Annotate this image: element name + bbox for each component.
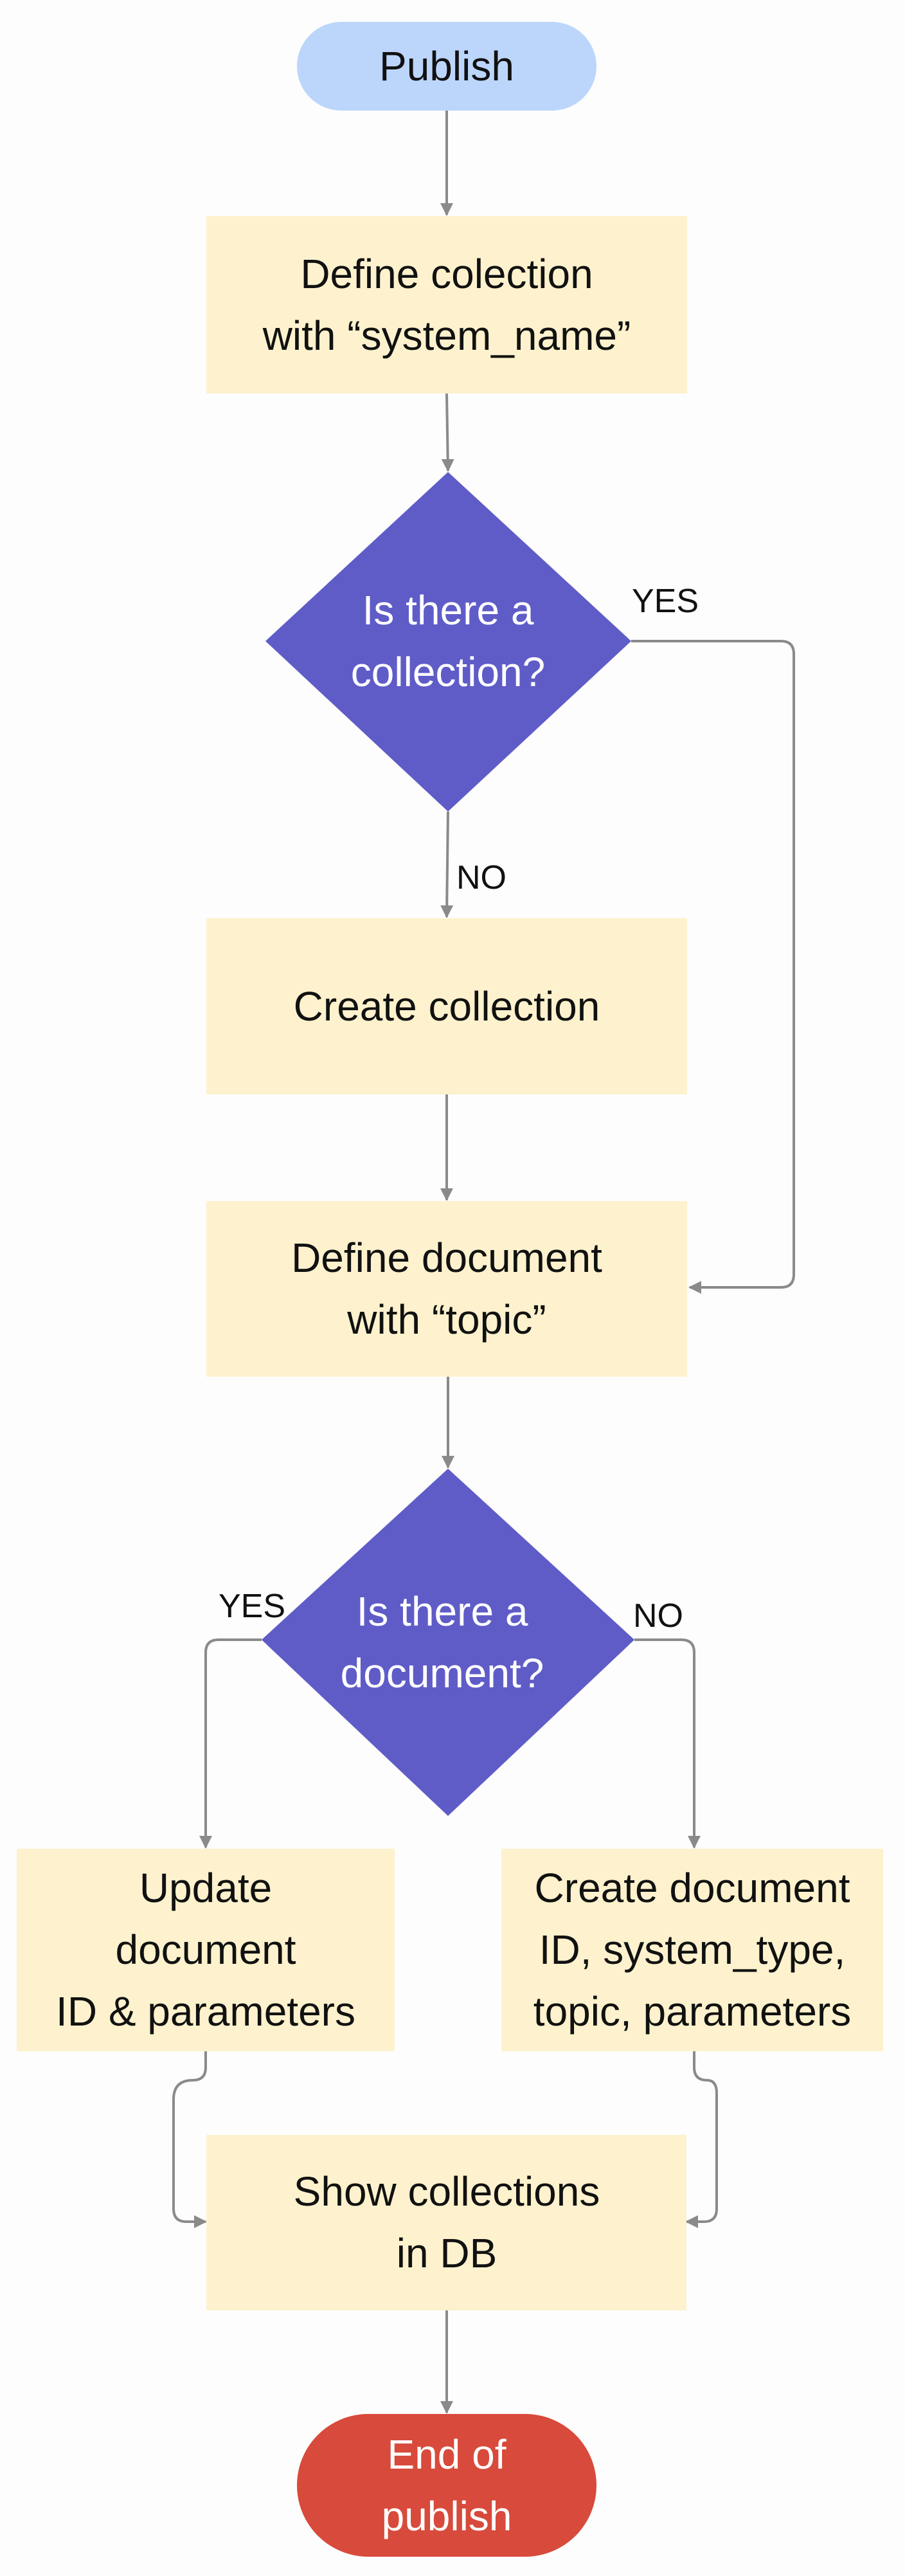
document-yes-label: YES bbox=[219, 1588, 285, 1625]
create-collection-box bbox=[206, 918, 687, 1094]
collection-no-label: NO bbox=[456, 859, 506, 896]
node-label-line: ID & parameters bbox=[56, 1988, 355, 2035]
define-document-box bbox=[206, 1201, 687, 1377]
show-collections-box bbox=[206, 2135, 686, 2310]
define-document-label: Define document with “topic” bbox=[291, 1235, 602, 1343]
define-document-node: Define document with “topic” bbox=[206, 1201, 687, 1377]
node-label-line: topic, parameters bbox=[533, 1988, 851, 2035]
node-label-line: Show collections bbox=[294, 2168, 600, 2215]
document-check-diamond bbox=[262, 1469, 634, 1816]
end-node: End of publish bbox=[297, 2414, 596, 2557]
collection-check-diamond bbox=[265, 472, 631, 812]
update-document-box bbox=[17, 1849, 395, 2051]
connector-document-check-yes bbox=[199, 1638, 262, 1849]
node-label-line: publish bbox=[382, 2493, 512, 2539]
start-terminal-shape bbox=[297, 22, 596, 111]
collection-check-node: Is there a collection? bbox=[265, 472, 631, 812]
document-no-label: NO bbox=[633, 1597, 683, 1635]
define-collection-label: Define colection with “system_name” bbox=[262, 251, 631, 359]
node-label-line: with “topic” bbox=[346, 1296, 546, 1343]
document-check-node: Is there a document? bbox=[262, 1469, 634, 1816]
create-collection-label: Create collection bbox=[294, 983, 600, 1029]
end-terminal-shape bbox=[297, 2414, 596, 2557]
node-label-line: Define colection bbox=[300, 251, 593, 297]
connector-collection-check-yes bbox=[631, 640, 795, 1294]
connector-define-collection-to-collection-check bbox=[441, 393, 454, 472]
define-collection-box bbox=[206, 216, 687, 394]
node-label-line: Update bbox=[139, 1865, 272, 1911]
node-label-line: Publish bbox=[379, 43, 514, 89]
connector-collection-check-no bbox=[440, 811, 454, 918]
node-label-line: Create document bbox=[535, 1865, 850, 1911]
create-collection-node: Create collection bbox=[206, 918, 687, 1094]
collection-check-label: Is there a collection? bbox=[351, 587, 545, 695]
document-check-label: Is there a document? bbox=[341, 1588, 544, 1696]
update-document-label: Update document ID & parameters bbox=[56, 1865, 355, 2035]
define-collection-node: Define colection with “system_name” bbox=[206, 216, 687, 394]
show-collections-label: Show collections in DB bbox=[294, 2168, 600, 2276]
connector-create-document-to-show-collections bbox=[685, 2051, 718, 2228]
connector-update-document-to-show-collections bbox=[172, 2051, 207, 2228]
connector-document-check-no bbox=[634, 1638, 701, 1849]
node-label-line: Is there a bbox=[357, 1588, 528, 1635]
show-collections-node: Show collections in DB bbox=[206, 2135, 686, 2310]
end-label: End of publish bbox=[382, 2431, 512, 2539]
node-label-line: Is there a bbox=[363, 587, 534, 633]
node-label-line: document? bbox=[341, 1650, 544, 1696]
node-label-line: collection? bbox=[351, 649, 545, 695]
create-document-box bbox=[501, 1849, 883, 2051]
start-node: Publish bbox=[297, 22, 596, 111]
collection-yes-label: YES bbox=[632, 583, 699, 620]
start-label: Publish bbox=[379, 43, 514, 89]
node-label-line: document bbox=[115, 1927, 296, 1973]
node-label-line: ID, system_type, bbox=[539, 1927, 846, 1973]
node-label-line: Create collection bbox=[294, 983, 600, 1029]
update-document-node: Update document ID & parameters bbox=[17, 1849, 395, 2051]
node-label-line: in DB bbox=[397, 2230, 497, 2276]
node-label-line: with “system_name” bbox=[262, 313, 631, 359]
node-label-line: End of bbox=[387, 2431, 506, 2478]
node-label-line: Define document bbox=[291, 1235, 602, 1281]
